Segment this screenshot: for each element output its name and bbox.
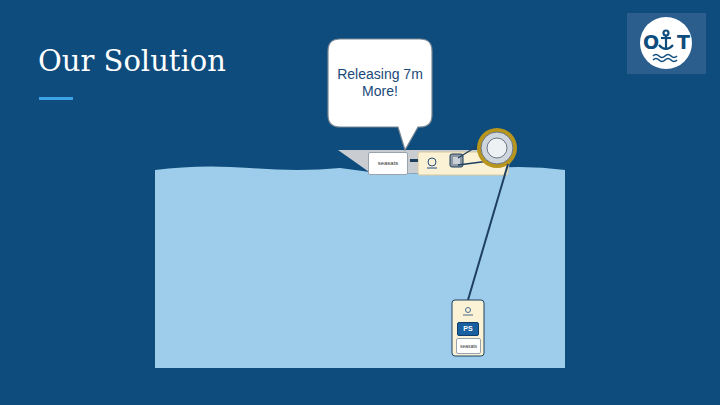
connector-bar [410,159,418,162]
ps-box: PS [457,322,479,336]
logo-letter: T [677,31,690,53]
seasats-box: seasats [456,338,481,354]
winch-spool [481,132,513,164]
winch-hub [487,138,507,158]
sensor-pod [452,300,484,356]
node-text: seasats [460,343,477,349]
callout-bubble: Releasing 7m More! [332,44,428,122]
logo-circle [640,17,692,69]
node-text: PS [463,325,472,334]
small-logo [463,308,473,316]
winch-drum [477,128,517,168]
small-logo [427,158,437,168]
speech-bubble [328,39,432,150]
logo-panel [627,13,706,74]
seasats-box: seasats [368,152,408,175]
node-text: Releasing 7m More! [332,66,428,101]
title-underline [39,97,73,100]
water [155,166,565,368]
logo-letter: O [643,31,659,53]
node-text: seasats [378,160,399,168]
tether [468,164,508,300]
slide-title: Our Solution [38,44,226,78]
